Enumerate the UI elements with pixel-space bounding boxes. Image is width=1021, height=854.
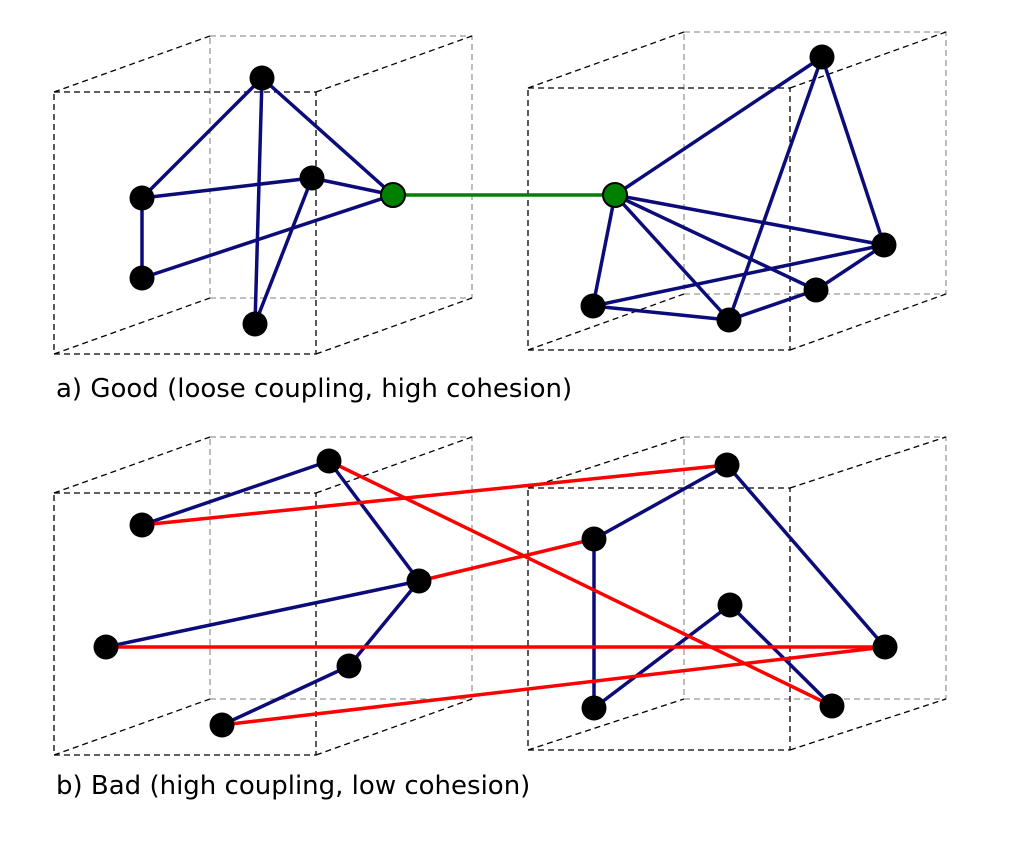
internal-edge-b1-b3 (327, 459, 421, 583)
internal-edge-b1-b2 (140, 459, 331, 527)
internal-edge-b9-b12 (728, 603, 834, 708)
box-depth-edge (53, 436, 211, 494)
box-depth-edge (53, 698, 211, 756)
node-a1 (249, 65, 275, 91)
box-depth-edge (53, 297, 211, 355)
box-depth-edge (789, 293, 947, 351)
internal-edge-b5-b6 (220, 664, 351, 727)
edges (104, 55, 887, 727)
internal-edge-a8-a9 (727, 288, 818, 322)
node-b11 (581, 695, 607, 721)
node-b1 (316, 448, 342, 474)
node-b12 (819, 693, 845, 719)
nodes (93, 44, 898, 738)
internal-edge-ar-a7 (613, 193, 886, 247)
node-b8 (581, 526, 607, 552)
box-depth-edge (527, 31, 685, 89)
caption-bad: b) Bad (high coupling, low cohesion) (56, 771, 531, 801)
box-depth-edge (789, 31, 947, 89)
node-b5 (336, 653, 362, 679)
internal-edge-a9-a10 (591, 304, 731, 322)
node-a6 (809, 44, 835, 70)
node-b6 (209, 712, 235, 738)
coupling-edge-b6-b10 (220, 645, 887, 727)
module-boxes (53, 31, 947, 756)
node-a8 (803, 277, 829, 303)
node-b2 (129, 512, 155, 538)
coupling-edge-b2-b7 (140, 463, 729, 527)
node-b3 (406, 568, 432, 594)
internal-edge-a7-a10 (591, 243, 886, 308)
internal-edge-a3-a5 (253, 176, 314, 326)
internal-edge-ar-a8 (613, 193, 818, 292)
interface-node-ai (380, 182, 406, 208)
box-front-face (527, 487, 791, 751)
box-depth-edge (53, 35, 211, 93)
internal-edge-a1-a2 (140, 76, 264, 200)
box-front-face (527, 87, 791, 351)
caption-good: a) Good (loose coupling, high cohesion) (56, 374, 573, 404)
node-a2 (129, 185, 155, 211)
internal-edge-b3-b5 (347, 579, 421, 668)
internal-edge-a3-ai (310, 176, 395, 197)
box-depth-edge (315, 698, 473, 756)
node-a9 (716, 307, 742, 333)
internal-edge-b9-b11 (592, 603, 732, 710)
node-a10 (580, 293, 606, 319)
box-back-face (683, 31, 947, 295)
internal-edge-b7-b8 (592, 463, 729, 541)
node-a3 (299, 165, 325, 191)
coupling-edge-b3-b8 (417, 537, 596, 583)
internal-edge-ar-a9 (613, 193, 731, 322)
internal-edge-b7-b10 (725, 463, 887, 649)
internal-edge-a4-ai (140, 193, 395, 280)
box-front-face (53, 492, 317, 756)
internal-edge-b3-b4 (104, 579, 421, 649)
box-depth-edge (789, 698, 947, 751)
internal-edge-a7-a8 (814, 243, 886, 292)
box-depth-edge (315, 297, 473, 355)
internal-edge-ar-a6 (613, 55, 824, 197)
box-front-face (53, 91, 317, 355)
box-depth-edge (315, 35, 473, 93)
box-back-face (209, 35, 473, 299)
coupling-edge-b1-b12 (327, 459, 834, 708)
node-a5 (242, 311, 268, 337)
module-box-a-left (53, 35, 473, 355)
box-depth-edge (789, 436, 947, 489)
internal-edge-a1-a5 (253, 76, 264, 326)
box-depth-edge (527, 436, 685, 489)
node-b4 (93, 634, 119, 660)
node-a7 (871, 232, 897, 258)
box-depth-edge (315, 436, 473, 494)
internal-edge-a1-ai (260, 76, 395, 197)
internal-edge-a6-a7 (820, 55, 886, 247)
box-depth-edge (527, 698, 685, 751)
internal-edge-a2-a3 (140, 176, 314, 200)
internal-edge-a6-a9 (727, 55, 824, 322)
box-depth-edge (527, 293, 685, 351)
node-b7 (714, 452, 740, 478)
node-b10 (872, 634, 898, 660)
node-a4 (129, 265, 155, 291)
interface-node-ar (602, 182, 628, 208)
node-b9 (717, 592, 743, 618)
internal-edge-ar-a10 (591, 193, 617, 308)
